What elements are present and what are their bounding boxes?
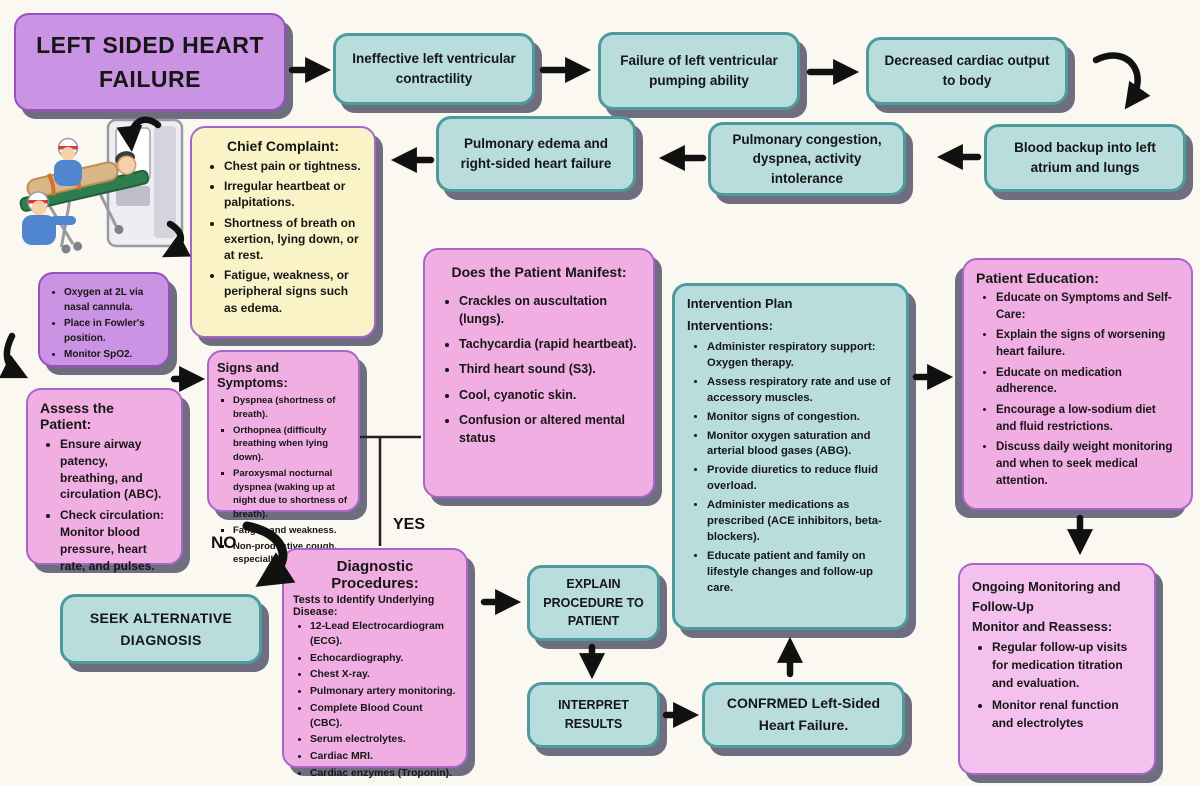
flow-box-blood-backup: Blood backup into left atrium and lungs (984, 124, 1186, 192)
monitoring-list: Regular follow-up visits for medication … (972, 638, 1142, 732)
intervention-header: Intervention Plan (687, 296, 793, 311)
bullet-item: Educate on Symptoms and Self-Care: (996, 290, 1179, 323)
arrow-output-to-backup-curved (1092, 52, 1151, 110)
paramedics-stretcher-illustration (19, 118, 184, 254)
manifest-list: Crackles on auscultation (lungs). Tachyca… (439, 292, 639, 447)
confirmed-failure-box: CONFRMED Left-Sided Heart Failure. (702, 682, 905, 748)
flow-box-pulmonary-congestion: Pulmonary congestion, dyspnea, activity … (708, 122, 906, 196)
signs-list: Dyspnea (shortness of breath).Orthopnea … (217, 394, 350, 567)
ongoing-monitoring-box: Ongoing Monitoring and Follow-Up Monitor… (958, 563, 1156, 775)
bullet-item: Shortness of breath on exertion, lying d… (224, 215, 362, 264)
flow-box-ineffective-contractility: Ineffective left ventricular contractili… (333, 33, 535, 105)
bullet-item: 12-Lead Electrocardiogram (ECG). (310, 620, 457, 650)
monitoring-header: Ongoing Monitoring and Follow-Up (972, 579, 1121, 614)
bullet-item: Monitor renal function and electrolytes (992, 696, 1142, 732)
prehospital-care-list: Oxygen at 2L via nasal cannula.Place in … (48, 285, 160, 362)
assess-header: Assess the Patient: (40, 400, 114, 432)
explain-label: EXPLAIN PROCEDURE TO PATIENT (543, 576, 644, 629)
bullet-item: Chest pain or tightness. (224, 158, 362, 174)
no-branch-label: NO (211, 533, 237, 552)
bullet-item: Monitor signs of congestion. (707, 410, 894, 426)
bullet-item: Assess respiratory rate and use of acces… (707, 375, 894, 407)
interpret-label: INTERPRET RESULTS (558, 698, 629, 731)
medic-front-graphic (22, 191, 76, 245)
bullet-item: Tachycardia (rapid heartbeat). (459, 335, 639, 353)
chief-complaint-header: Chief Complaint: (227, 138, 339, 154)
bullet-item: Regular follow-up visits for medication … (992, 638, 1142, 692)
bullet-item: Provide diuretics to reduce fluid overlo… (707, 463, 894, 495)
seek-alternative-diagnosis-box: SEEK ALTERNATIVE DIAGNOSIS (60, 594, 262, 664)
prehospital-care-box: Oxygen at 2L via nasal cannula.Place in … (38, 272, 170, 367)
assess-list: Ensure airway patency, breathing, and ci… (40, 436, 169, 574)
bullet-item: Irregular heartbeat or palpitations. (224, 178, 362, 210)
arrow-care-to-assess-curved (0, 332, 29, 379)
flow-box-pulmonary-edema: Pulmonary edema and right-sided heart fa… (436, 116, 636, 192)
manifest-header: Does the Patient Manifest: (451, 264, 627, 280)
bullet-item: Administer respiratory support: Oxygen t… (707, 340, 894, 372)
bullet-item: Monitor oxygen saturation and arterial b… (707, 429, 894, 461)
intervention-list: Administer respiratory support: Oxygen t… (687, 340, 894, 597)
title-box: LEFT SIDED HEART FAILURE (14, 13, 286, 111)
bullet-item: Complete Blood Count (CBC). (310, 702, 457, 732)
medic-back-graphic (54, 137, 82, 186)
bullet-item: Crackles on auscultation (lungs). (459, 292, 639, 328)
chief-complaint-list: Chest pain or tightness. Irregular heartb… (204, 158, 362, 316)
bullet-item: Cool, cyanotic skin. (459, 386, 639, 404)
flow-text: Decreased cardiac output to body (884, 53, 1050, 88)
patient-education-box: Patient Education: Educate on Symptoms a… (962, 258, 1193, 510)
flow-text: Pulmonary congestion, dyspnea, activity … (732, 131, 882, 186)
bullet-item: Cardiac MRI. (310, 750, 457, 765)
flow-text: Pulmonary edema and right-sided heart fa… (460, 136, 612, 171)
bullet-item: Ensure airway patency, breathing, and ci… (60, 436, 169, 503)
bullet-item: Pulmonary artery monitoring. (310, 685, 457, 700)
bullet-item: Fatigue and weakness. (233, 524, 350, 538)
flow-box-pumping-failure: Failure of left ventricular pumping abil… (598, 32, 800, 110)
bullet-item: Monitor SpO2. (64, 347, 160, 362)
flow-text: Ineffective left ventricular contractili… (352, 51, 516, 86)
education-header: Patient Education: (976, 270, 1099, 286)
interpret-results-box: INTERPRET RESULTS (527, 682, 660, 748)
stretcher-graphic (19, 151, 150, 254)
bullet-item: Echocardiography. (310, 652, 457, 667)
bullet-item: Administer medications as prescribed (AC… (707, 498, 894, 546)
page-title: LEFT SIDED HEART FAILURE (36, 31, 264, 93)
bullet-item: Explain the signs of worsening heart fai… (996, 327, 1179, 360)
signs-symptoms-box: Signs and Symptoms: Dyspnea (shortness o… (207, 350, 360, 565)
bullet-item: Third heart sound (S3). (459, 360, 639, 378)
diagnostic-list: 12-Lead Electrocardiogram (ECG). Echocard… (293, 620, 457, 785)
bullet-item: Check circulation: Monitor blood pressur… (60, 507, 169, 574)
interventions-subheader: Interventions: (687, 318, 773, 333)
intervention-plan-box: Intervention Plan Interventions: Adminis… (672, 283, 909, 630)
chief-complaint-box: Chief Complaint: Chest pain or tightness… (190, 126, 376, 338)
bullet-item: Dyspnea (shortness of breath). (233, 394, 350, 422)
bullet-item: Encourage a low-sodium diet and fluid re… (996, 402, 1179, 435)
bullet-item: Place in Fowler's position. (64, 316, 160, 346)
bullet-item: Confusion or altered mental status (459, 411, 639, 447)
flow-box-decreased-output: Decreased cardiac output to body (866, 37, 1068, 105)
monitoring-subheader: Monitor and Reassess: (972, 618, 1113, 634)
education-list: Educate on Symptoms and Self-Care: Explai… (976, 290, 1179, 489)
confirmed-label: CONFRMED Left-Sided Heart Failure. (726, 695, 881, 733)
bullet-item: Orthopnea (difficulty breathing when lyi… (233, 424, 350, 465)
signs-header: Signs and Symptoms: (217, 360, 288, 390)
bullet-item: Educate patient and family on lifestyle … (707, 549, 894, 597)
bullet-item: Educate on medication adherence. (996, 365, 1179, 398)
diagnostic-header: Diagnostic Procedures: (331, 558, 419, 592)
bullet-item: Discuss daily weight monitoring and when… (996, 439, 1179, 489)
bullet-item: Cardiac enzymes (Troponin). (310, 767, 457, 782)
bullet-item: Oxygen at 2L via nasal cannula. (64, 285, 160, 315)
yes-branch-label: YES (393, 516, 426, 533)
diagnostic-intro: Tests to Identify Underlying Disease: (293, 594, 435, 618)
explain-procedure-box: EXPLAIN PROCEDURE TO PATIENT (527, 565, 660, 641)
patient-manifest-box: Does the Patient Manifest: Crackles on a… (423, 248, 655, 498)
bullet-item: Fatigue, weakness, or peripheral signs s… (224, 267, 362, 316)
flow-text: Blood backup into left atrium and lungs (1014, 140, 1156, 175)
diagnostic-procedures-box: Diagnostic Procedures: Tests to Identify… (282, 548, 468, 785)
seek-label: SEEK ALTERNATIVE DIAGNOSIS (89, 609, 233, 648)
bullet-item: Serum electrolytes. (310, 733, 457, 748)
bullet-item: Chest X-ray. (310, 668, 457, 683)
flow-text: Failure of left ventricular pumping abil… (620, 53, 778, 88)
bullet-item: Paroxysmal nocturnal dyspnea (waking up … (233, 467, 350, 522)
assess-patient-box: Assess the Patient: Ensure airway patenc… (26, 388, 183, 573)
